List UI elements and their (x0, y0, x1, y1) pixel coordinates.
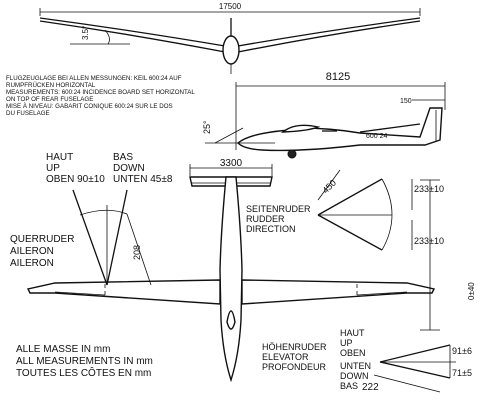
wingspan-label: 17500 (219, 2, 242, 11)
right-wing (241, 279, 436, 305)
units-note-en: ALL MEASUREMENTS IN mm (16, 356, 153, 367)
aileron-name-fr: AILERON (10, 258, 54, 269)
elevator-up-line1: HAUT (340, 328, 365, 338)
elevator-down-line1: UNTEN (340, 361, 371, 371)
rudder-right-label: 233±10 (414, 236, 444, 246)
elevator-chord-label: 222 (362, 382, 379, 393)
rudder-left-arm (317, 178, 383, 216)
aileron-down-line3: UNTEN 45±8 (113, 174, 173, 185)
aileron-up-line1: HAUT (46, 152, 73, 163)
elevator-down-label: 71±5 (452, 368, 472, 378)
aileron-up-line3: OBEN 90±10 (46, 174, 105, 185)
aileron-chord-dimension (126, 213, 152, 286)
elevator-chord-dimension (373, 374, 441, 393)
top-view: 3300 0±40 (26, 158, 476, 383)
side-canopy (280, 124, 321, 133)
left-aileron-hinge (54, 291, 106, 296)
front-view: 17500 3.5° (39, 2, 421, 74)
fin-height-label: 150 (400, 98, 412, 105)
note-de-line2: RUMPFRÜCKEN HORIZONTAL (6, 82, 96, 89)
front-fuselage (222, 35, 240, 65)
elevator-name-de: HÖHENRUDER (262, 342, 327, 352)
note-fr-line1: MISE À NIVEAU: GABARIT CONIQUE 600:24 SU… (6, 103, 173, 110)
side-fuselage (236, 107, 443, 152)
note-de-line1: FLUGZEUGLAGE BEI ALLEN MESSUNGEN: KEIL 6… (6, 75, 182, 82)
aileron-name-de: QUERRUDER (10, 234, 74, 245)
left-wing (26, 279, 221, 305)
side-angle-line (214, 127, 244, 144)
units-note-fr: TOUTES LES CÔTES EN mm (16, 366, 151, 379)
board-label: 600 24 (366, 133, 388, 140)
elevator-up-label: 91±6 (452, 346, 472, 356)
rudder-left-label: 233±10 (414, 184, 444, 194)
side-angle-label: 25° (202, 120, 212, 134)
aileron-up-line2: UP (46, 163, 60, 174)
incidence-board (359, 123, 421, 133)
note-en-line1: MEASUREMENTS: 600:24 INCIDENCE BOARD SET… (6, 89, 195, 96)
elevator-up-line2: UP (340, 338, 353, 348)
elevator-up-line3: OBEN (340, 348, 366, 358)
top-fuselage (219, 176, 243, 383)
rudder-right-arm (317, 214, 383, 251)
aileron-down-arm (106, 189, 128, 286)
length-label: 8125 (326, 71, 350, 83)
elevator-deflection-diagram: HÖHENRUDER ELEVATOR PROFONDEUR HAUT UP O… (262, 328, 472, 393)
aileron-deflection-diagram: HAUT UP OBEN 90±10 BAS DOWN UNTEN 45±8 2… (10, 152, 173, 286)
side-view: 8125 150 25° 600 24 (202, 71, 446, 159)
leveling-notes: FLUGZEUGLAGE BEI ALLEN MESSUNGEN: KEIL 6… (6, 75, 195, 117)
tailplane-span-label: 3300 (220, 158, 243, 169)
aileron-down-line1: BAS (113, 152, 133, 163)
flap-travel-label: 0±40 (467, 282, 476, 300)
elevator-name-fr: PROFONDEUR (262, 362, 327, 372)
elevator-name-en: ELEVATOR (262, 352, 309, 362)
elevator-down-line3: BAS (340, 381, 358, 391)
units-note-de: ALLE MASSE IN mm (16, 344, 110, 355)
top-canopy (226, 310, 236, 330)
elevator-up-arm (379, 344, 451, 363)
rudder-name-en: RUDDER (246, 214, 285, 224)
aileron-down-line2: DOWN (113, 163, 145, 174)
main-wheel (287, 149, 297, 159)
dihedral-label: 3.5° (81, 26, 90, 40)
rudder-name-fr: DIRECTION (246, 224, 296, 234)
rudder-chord-dimension (317, 169, 341, 201)
aileron-chord-label: 208 (132, 245, 142, 260)
rudder-name-de: SEITENRUDER (246, 204, 311, 214)
right-aileron-hinge (356, 291, 408, 296)
rudder-deflection-diagram: SEITENRUDER RUDDER DIRECTION 450 233±10 … (246, 169, 444, 251)
aileron-name-en: AILERON (10, 246, 54, 257)
units-note: ALLE MASSE IN mm ALL MEASUREMENTS IN mm … (16, 344, 153, 379)
aileron-up-arm (72, 189, 108, 286)
elevator-down-arm (379, 361, 451, 379)
elevator-down-line2: DOWN (340, 371, 369, 381)
note-en-line2: ON TOP OF REAR FUSELAGE (6, 96, 93, 103)
note-fr-line2: DU FUSELAGE (6, 110, 50, 117)
